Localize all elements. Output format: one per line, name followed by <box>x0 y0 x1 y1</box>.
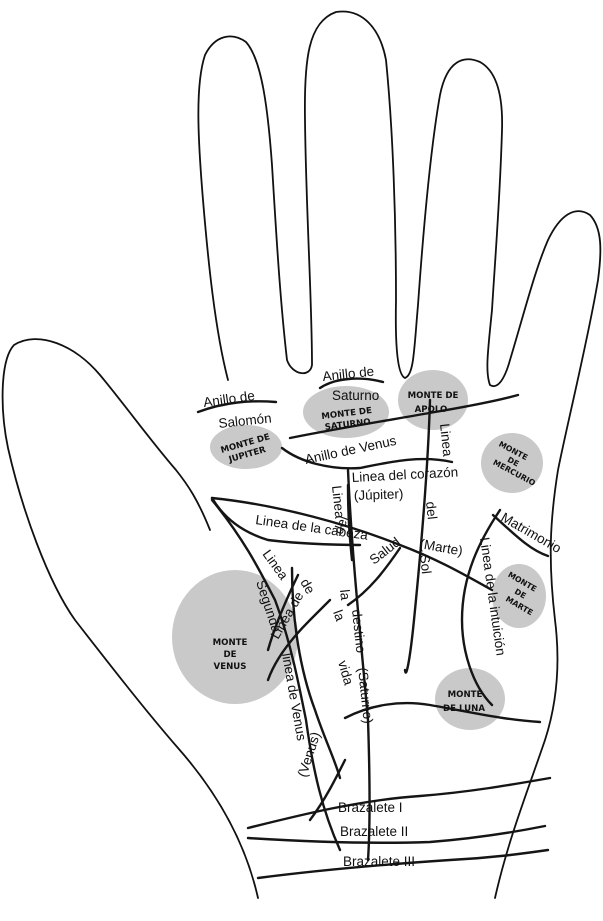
label-brazalete-3: Brazalete III <box>343 854 415 869</box>
mount-venus-label-1: MONTE <box>213 638 248 648</box>
label-anillo-salomon-1: Anillo de <box>202 388 255 410</box>
label-linea-vida-4: vida <box>335 659 356 687</box>
mount-apolo-label-2: APOLO <box>415 405 448 415</box>
label-brazalete-1: Brazalete I <box>338 800 403 815</box>
label-linea-sol-1: Linea <box>437 423 455 458</box>
mount-venus-label-3: VENUS <box>214 662 247 672</box>
label-linea-salud-1: Linea <box>329 485 347 520</box>
label-linea-sol-3: Sol <box>417 554 434 575</box>
label-saturno-paren: (Saturno) <box>355 667 376 725</box>
label-matrimonio: Matrimonio <box>499 510 564 556</box>
label-jupiter-paren: (Júpiter) <box>354 486 404 503</box>
label-anillo-saturno-1: Anillo de <box>322 364 375 384</box>
label-linea-vida-3: la <box>330 608 348 623</box>
label-linea-sol-2: del <box>423 501 440 520</box>
mount-apolo-label-1: MONTE DE <box>408 391 459 401</box>
mount-luna-label-2: DE LUNA <box>443 704 485 714</box>
mount-venus-label-2: DE <box>223 650 236 660</box>
label-brazalete-2: Brazalete II <box>340 824 408 839</box>
label-linea-destino-1: la <box>337 589 353 602</box>
label-linea-destino-2: destino <box>349 609 368 654</box>
label-segunda-linea-3: linea de Venus <box>279 652 309 742</box>
mount-luna-label-1: MONTE <box>448 690 483 700</box>
label-anillo-salomon-2: Salomón <box>218 410 273 430</box>
label-anillo-saturno-2: Saturno <box>332 388 379 403</box>
label-anillo-venus: Anillo de Venus <box>304 433 398 467</box>
